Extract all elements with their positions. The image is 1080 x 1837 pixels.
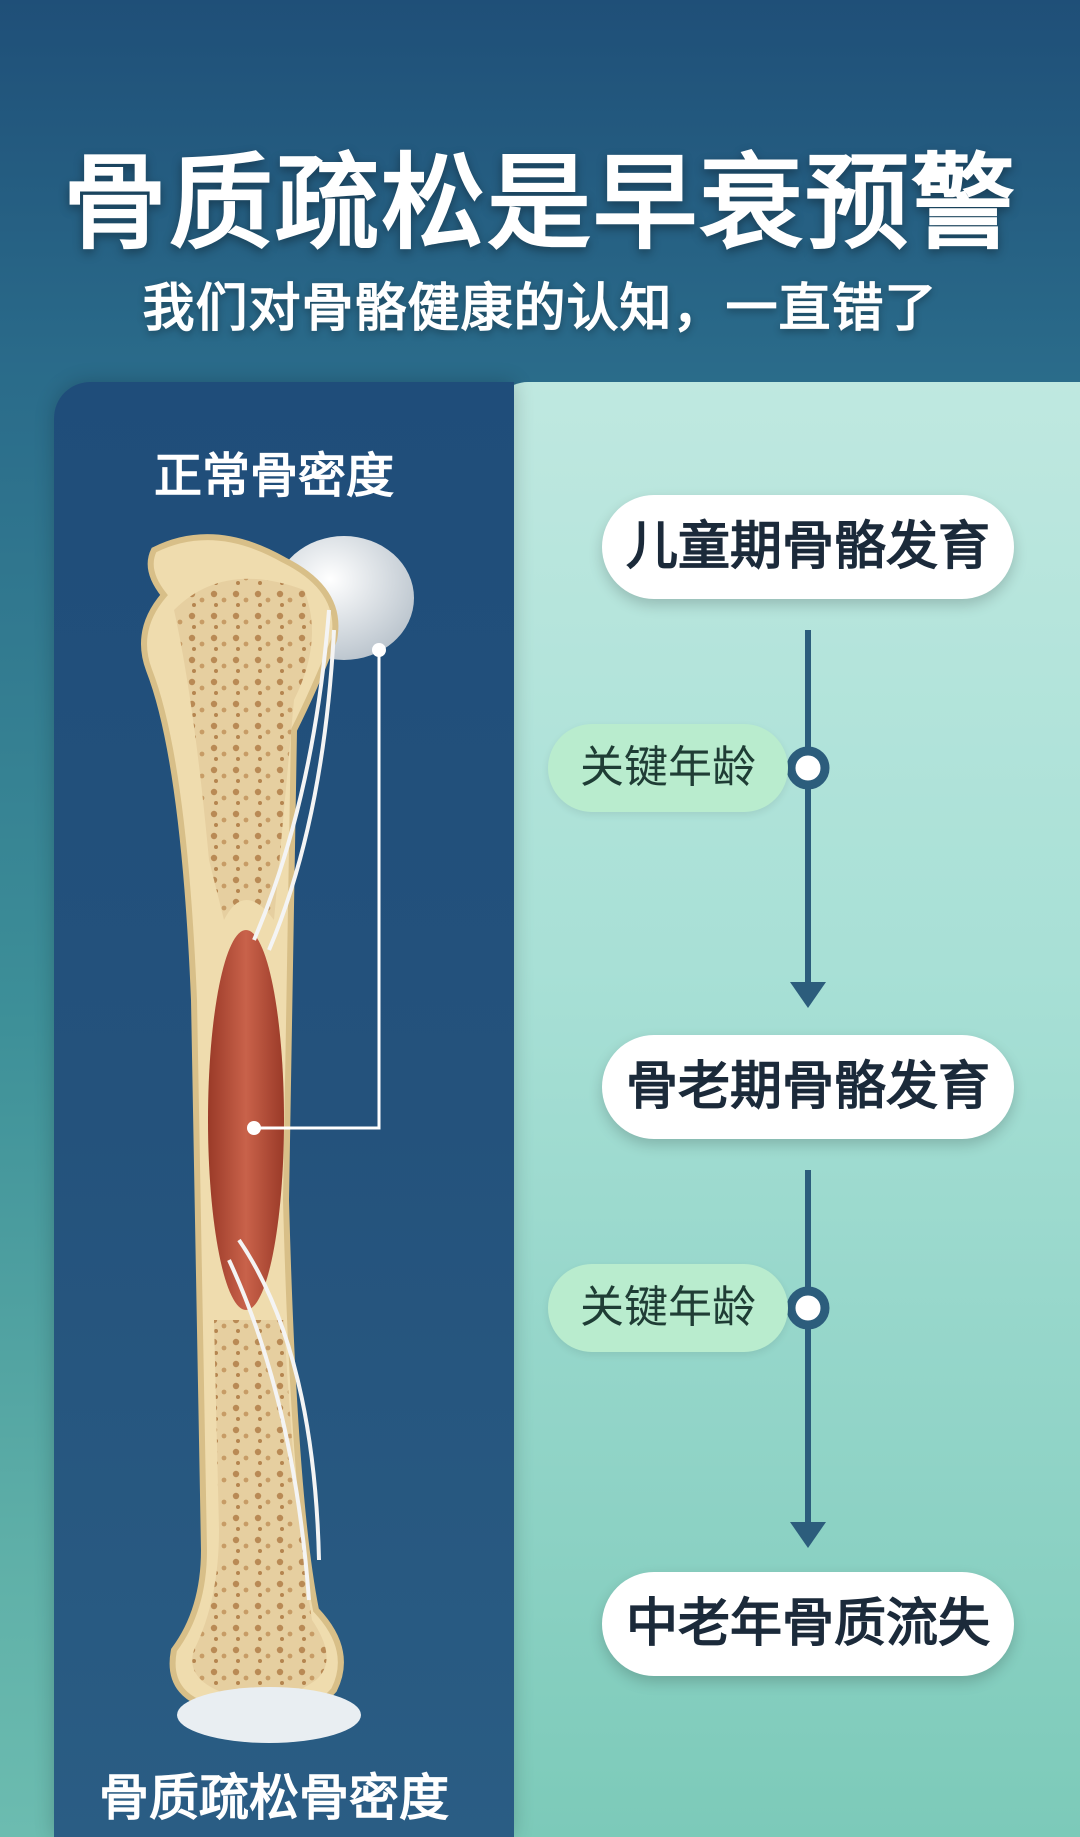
- stage-bone-aging: 骨老期骨骼发育: [602, 1035, 1014, 1139]
- femur-bone-illustration: [141, 534, 414, 1743]
- upper-spongy-bone: [174, 578, 312, 920]
- page-subtitle: 我们对骨骼健康的认知，一直错了: [142, 279, 938, 339]
- age-marker-dot-2: [786, 1286, 830, 1330]
- bone-marrow: [208, 930, 284, 1310]
- distal-cartilage: [177, 1687, 361, 1743]
- key-age-marker-1: 关键年龄: [548, 724, 788, 812]
- key-age-marker-2: 关键年龄: [548, 1264, 788, 1352]
- stage-middle-old-age: 中老年骨质流失: [602, 1572, 1014, 1676]
- osteoporosis-density-label: 骨质疏松骨密度: [99, 1769, 449, 1827]
- lower-spongy-bone: [192, 1320, 327, 1700]
- page-title: 骨质疏松是早衰预警: [62, 142, 1017, 264]
- age-marker-dot-1: [786, 746, 830, 790]
- header: 骨质疏松是早衰预警 我们对骨骼健康的认知，一直错了: [0, 0, 1080, 370]
- normal-density-label: 正常骨密度: [153, 448, 394, 504]
- stage-childhood: 儿童期骨骼发育: [602, 495, 1014, 599]
